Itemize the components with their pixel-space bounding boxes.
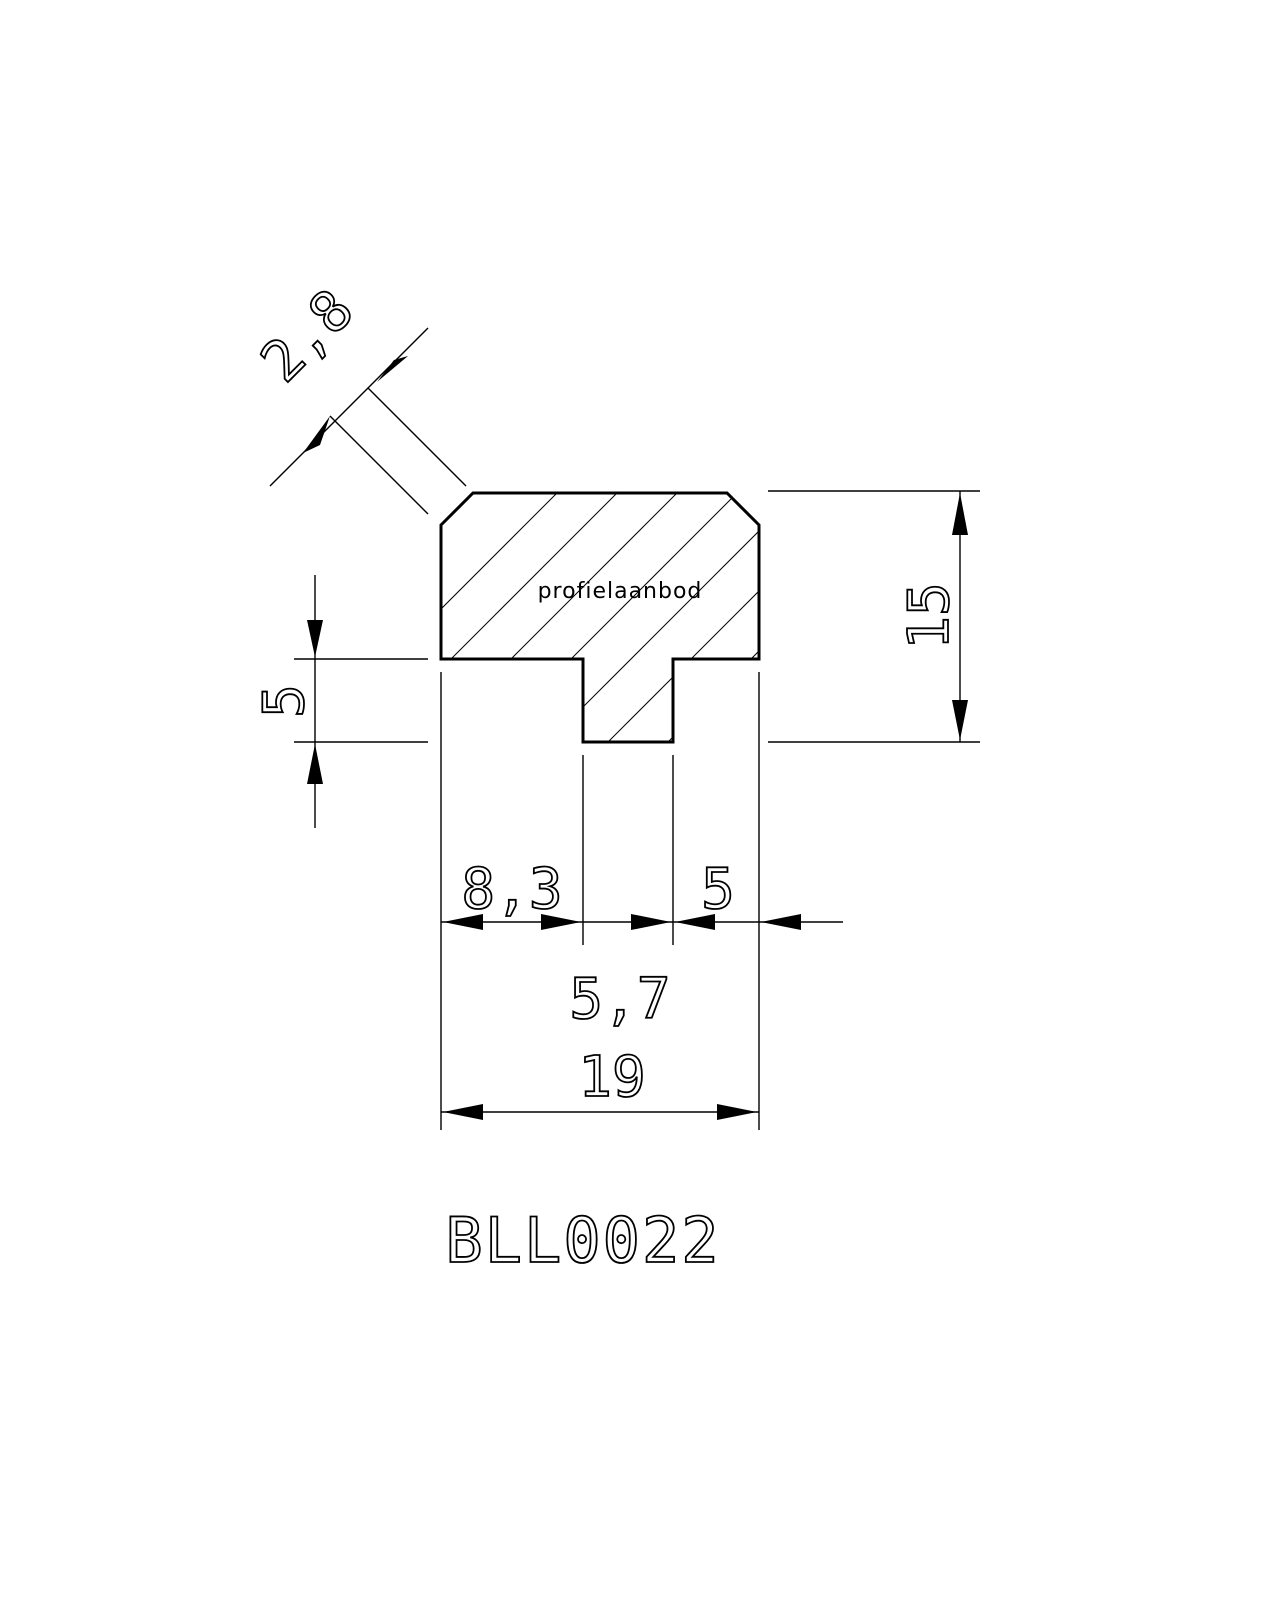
- arrowhead: [675, 914, 715, 930]
- chamfer-label: 2,8: [249, 277, 366, 394]
- arrowhead: [443, 1104, 483, 1120]
- arrowhead: [952, 700, 968, 740]
- arrowhead: [307, 744, 323, 784]
- section-hatching: [441, 493, 759, 742]
- right-offset-label: 5: [701, 857, 735, 922]
- arrowhead: [717, 1104, 757, 1120]
- left-offset-label: 8,3: [461, 857, 562, 922]
- product-code: BLL0022: [445, 1204, 720, 1277]
- arrowhead: [541, 914, 581, 930]
- tongue-height-label: 5: [252, 684, 317, 718]
- arrowhead: [631, 914, 671, 930]
- arrowhead: [952, 493, 968, 535]
- extension-lines: [440, 672, 760, 1130]
- height-total-dimension: 15: [768, 490, 980, 743]
- arrowhead: [377, 356, 408, 382]
- width-total-label: 19: [578, 1045, 645, 1110]
- arrowhead: [443, 914, 483, 930]
- chamfer-dimension: 2,8: [248, 277, 467, 515]
- tongue-height-dimension: 5: [251, 575, 428, 828]
- arrowhead: [307, 620, 323, 657]
- chain-dimension: 8,3 5 5,7: [441, 856, 843, 1033]
- tongue-width-label: 5,7: [569, 967, 670, 1032]
- profile-outline: [439, 491, 761, 744]
- arrowhead: [761, 914, 801, 930]
- arrowhead: [303, 416, 330, 453]
- width-total-dimension: 19: [441, 1044, 759, 1120]
- height-total-label: 15: [897, 582, 962, 649]
- watermark-text: profielaanbod: [538, 579, 703, 604]
